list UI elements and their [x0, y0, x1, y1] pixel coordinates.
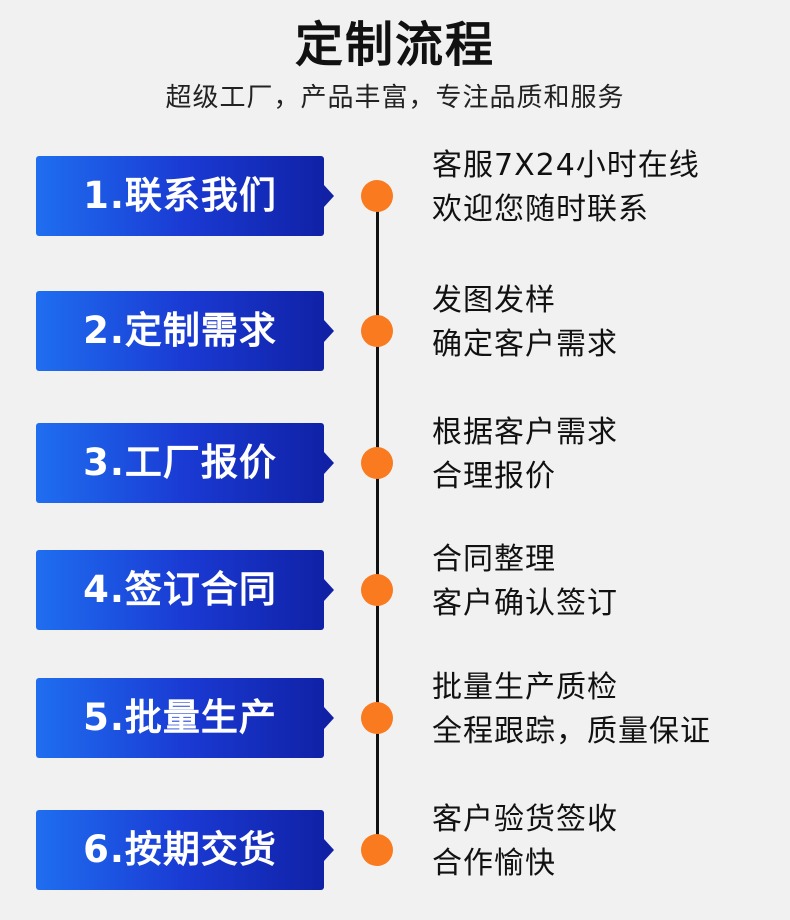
page-subtitle: 超级工厂，产品丰富，专注品质和服务	[165, 83, 625, 113]
step-3-dot	[361, 447, 393, 479]
step-2-description: 发图发样 确定客户需求	[432, 279, 772, 367]
step-4: 4.签订合同 合同整理 客户确认签订	[0, 542, 790, 630]
step-6-description: 客户验货签收 合作愉快	[432, 798, 772, 886]
step-4-description: 合同整理 客户确认签订	[432, 538, 772, 626]
step-4-desc-line-1: 合同整理	[432, 542, 556, 577]
timeline-line	[376, 186, 379, 848]
header: 定制流程 超级工厂，产品丰富，专注品质和服务	[0, 0, 790, 130]
step-1: 1.联系我们 客服7X24小时在线 欢迎您随时联系	[0, 148, 790, 236]
step-5-desc-line-1: 批量生产质检	[432, 670, 618, 705]
step-1-box: 1.联系我们	[36, 156, 334, 236]
step-3-desc-line-1: 根据客户需求	[432, 415, 618, 450]
step-1-desc-line-2: 欢迎您随时联系	[432, 192, 649, 227]
step-5-box: 5.批量生产	[36, 678, 334, 758]
step-3-desc-line-2: 合理报价	[432, 459, 556, 494]
step-2-desc-line-2: 确定客户需求	[432, 327, 618, 362]
step-5-label: 5.批量生产	[83, 696, 277, 739]
step-1-label: 1.联系我们	[83, 174, 277, 217]
step-2-desc-line-1: 发图发样	[432, 283, 556, 318]
step-2: 2.定制需求 发图发样 确定客户需求	[0, 283, 790, 371]
step-4-desc-line-2: 客户确认签订	[432, 586, 618, 621]
step-4-label: 4.签订合同	[83, 568, 277, 611]
step-3: 3.工厂报价 根据客户需求 合理报价	[0, 415, 790, 503]
step-6-desc-line-2: 合作愉快	[432, 846, 556, 881]
step-5-description: 批量生产质检 全程跟踪，质量保证	[432, 666, 772, 754]
step-3-label: 3.工厂报价	[83, 441, 277, 484]
step-2-box: 2.定制需求	[36, 291, 334, 371]
step-6-box: 6.按期交货	[36, 810, 334, 890]
step-4-dot	[361, 574, 393, 606]
step-5: 5.批量生产 批量生产质检 全程跟踪，质量保证	[0, 670, 790, 758]
step-1-dot	[361, 180, 393, 212]
step-6: 6.按期交货 客户验货签收 合作愉快	[0, 802, 790, 890]
step-5-desc-line-2: 全程跟踪，质量保证	[432, 714, 711, 749]
step-1-description: 客服7X24小时在线 欢迎您随时联系	[432, 144, 772, 232]
step-5-dot	[361, 702, 393, 734]
step-3-description: 根据客户需求 合理报价	[432, 411, 772, 499]
step-6-dot	[361, 834, 393, 866]
step-3-box: 3.工厂报价	[36, 423, 334, 503]
step-2-label: 2.定制需求	[83, 309, 277, 352]
page-title: 定制流程	[294, 17, 495, 73]
step-6-label: 6.按期交货	[83, 828, 277, 871]
step-1-desc-line-1: 客服7X24小时在线	[432, 148, 700, 183]
step-4-box: 4.签订合同	[36, 550, 334, 630]
step-6-desc-line-1: 客户验货签收	[432, 802, 618, 837]
step-2-dot	[361, 315, 393, 347]
